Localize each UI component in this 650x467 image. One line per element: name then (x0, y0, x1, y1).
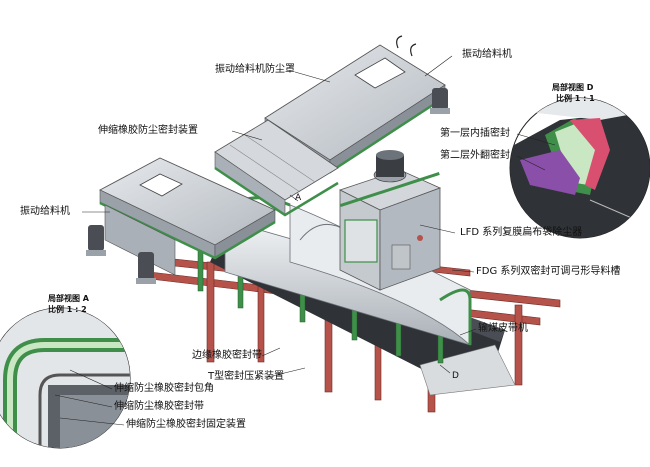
label-t-seal-clamp: T型密封压紧装置 (208, 371, 285, 382)
label-seal-fixing: 伸缩防尘橡胶密封固定装置 (126, 419, 246, 430)
telescopic-seal (214, 119, 339, 217)
detail-a-title: 局部视图 A (48, 294, 89, 303)
label-lfd-dust-collector: LFD 系列复膜扁布袋除尘器 (460, 227, 583, 238)
detail-view-a (0, 307, 131, 449)
view-mark-lines (289, 194, 451, 374)
label-feeder-dust-cover: 振动给料机防尘罩 (215, 64, 295, 75)
view-mark-d: D (452, 371, 459, 381)
view-mark-a: A (295, 193, 302, 203)
dust-collector (338, 150, 442, 291)
label-fdg-guide-chute: FDG 系列双密封可调弓形导料槽 (476, 266, 621, 277)
label-second-layer-seal: 第二层外翻密封 (440, 150, 510, 161)
detail-d-title: 局部视图 D (552, 83, 594, 92)
label-edge-seal-strip: 边缘橡胶密封带 (192, 350, 262, 361)
detail-a-scale: 比例 1 : 2 (48, 305, 87, 314)
label-coal-conveyor: 输煤皮带机 (478, 323, 528, 334)
label-telescopic-seal-device: 伸缩橡胶防尘密封装置 (98, 125, 198, 136)
label-seal-strip: 伸缩防尘橡胶密封带 (114, 401, 204, 412)
label-first-layer-seal: 第一层内插密封 (440, 128, 510, 139)
label-vibrating-feeder-top: 振动给料机 (462, 49, 512, 60)
left-feeder-cover (86, 157, 276, 284)
label-vibrating-feeder-left: 振动给料机 (20, 206, 70, 217)
leader-lines (54, 55, 556, 426)
label-seal-wrap-corner: 伸缩防尘橡胶密封包角 (114, 383, 214, 394)
detail-d-scale: 比例 1 : 1 (556, 94, 595, 103)
detail-view-d (509, 97, 650, 239)
